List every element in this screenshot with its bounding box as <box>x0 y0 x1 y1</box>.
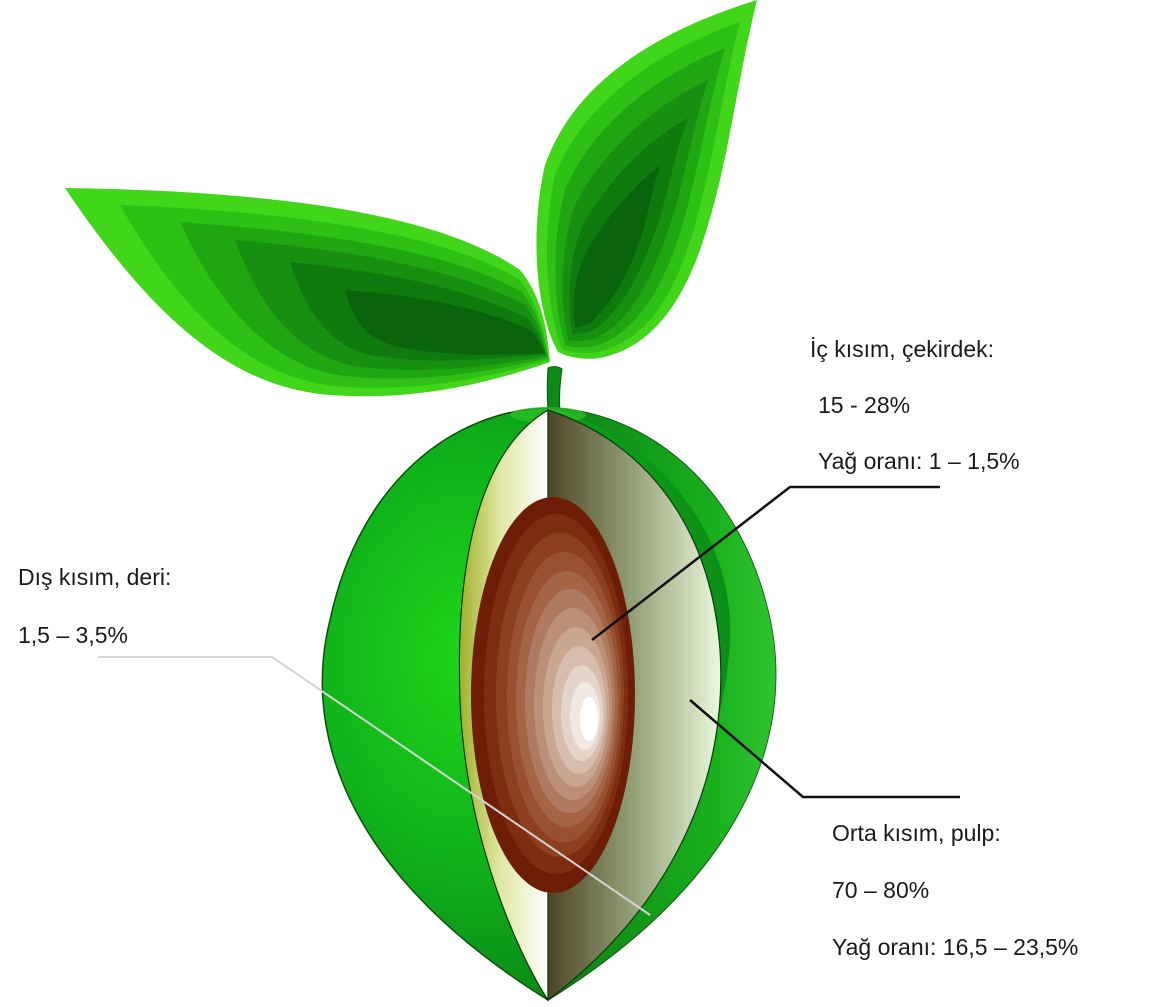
outer-title: Dış kısım, deri: <box>18 566 171 589</box>
outer-share: 1,5 – 3,5% <box>18 624 128 647</box>
inner-oil: Yağ oranı: 1 – 1,5% <box>818 450 1020 473</box>
right-leaf <box>536 0 757 359</box>
middle-oil: Yağ oranı: 16,5 – 23,5% <box>832 936 1078 959</box>
left-leaf <box>65 188 550 396</box>
stem <box>547 367 562 412</box>
pit <box>471 497 635 893</box>
inner-title: İç kısım, çekirdek: <box>810 338 994 361</box>
middle-title: Orta kısım, pulp: <box>832 822 1001 845</box>
middle-share: 70 – 80% <box>832 879 929 902</box>
inner-share: 15 - 28% <box>818 394 910 417</box>
